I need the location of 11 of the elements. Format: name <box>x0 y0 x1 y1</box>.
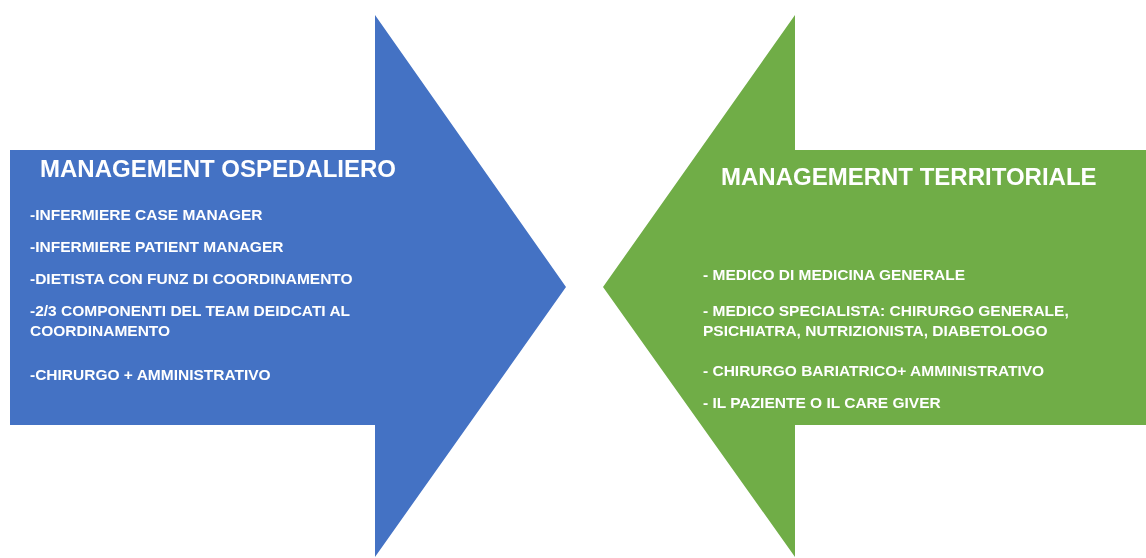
list-item: -INFERMIERE CASE MANAGER <box>30 205 264 225</box>
list-item: -2/3 COMPONENTI DEL TEAM DEIDCATI AL COORDINAMENTO <box>30 301 351 341</box>
list-item: - MEDICO SPECIALISTA: CHIRURGO GENERALE, PSICHIATRA, NUTRIZIONISTA, DIABETOLOGO <box>703 301 1070 341</box>
arrow-heading: MANAGEMERNT TERRITORIALE <box>721 163 1097 191</box>
list-item: - IL PAZIENTE O IL CARE GIVER <box>703 393 942 413</box>
arrow-heading: MANAGEMENT OSPEDALIERO <box>40 155 396 183</box>
list-item: -CHIRURGO + AMMINISTRATIVO <box>30 365 272 385</box>
list-item: -DIETISTA CON FUNZ DI COORDINAMENTO <box>30 269 354 289</box>
list-item: - MEDICO DI MEDICINA GENERALE <box>703 265 967 285</box>
list-item: -INFERMIERE PATIENT MANAGER <box>30 237 285 257</box>
list-item: - CHIRURGO BARIATRICO+ AMMINISTRATIVO <box>703 361 1046 381</box>
